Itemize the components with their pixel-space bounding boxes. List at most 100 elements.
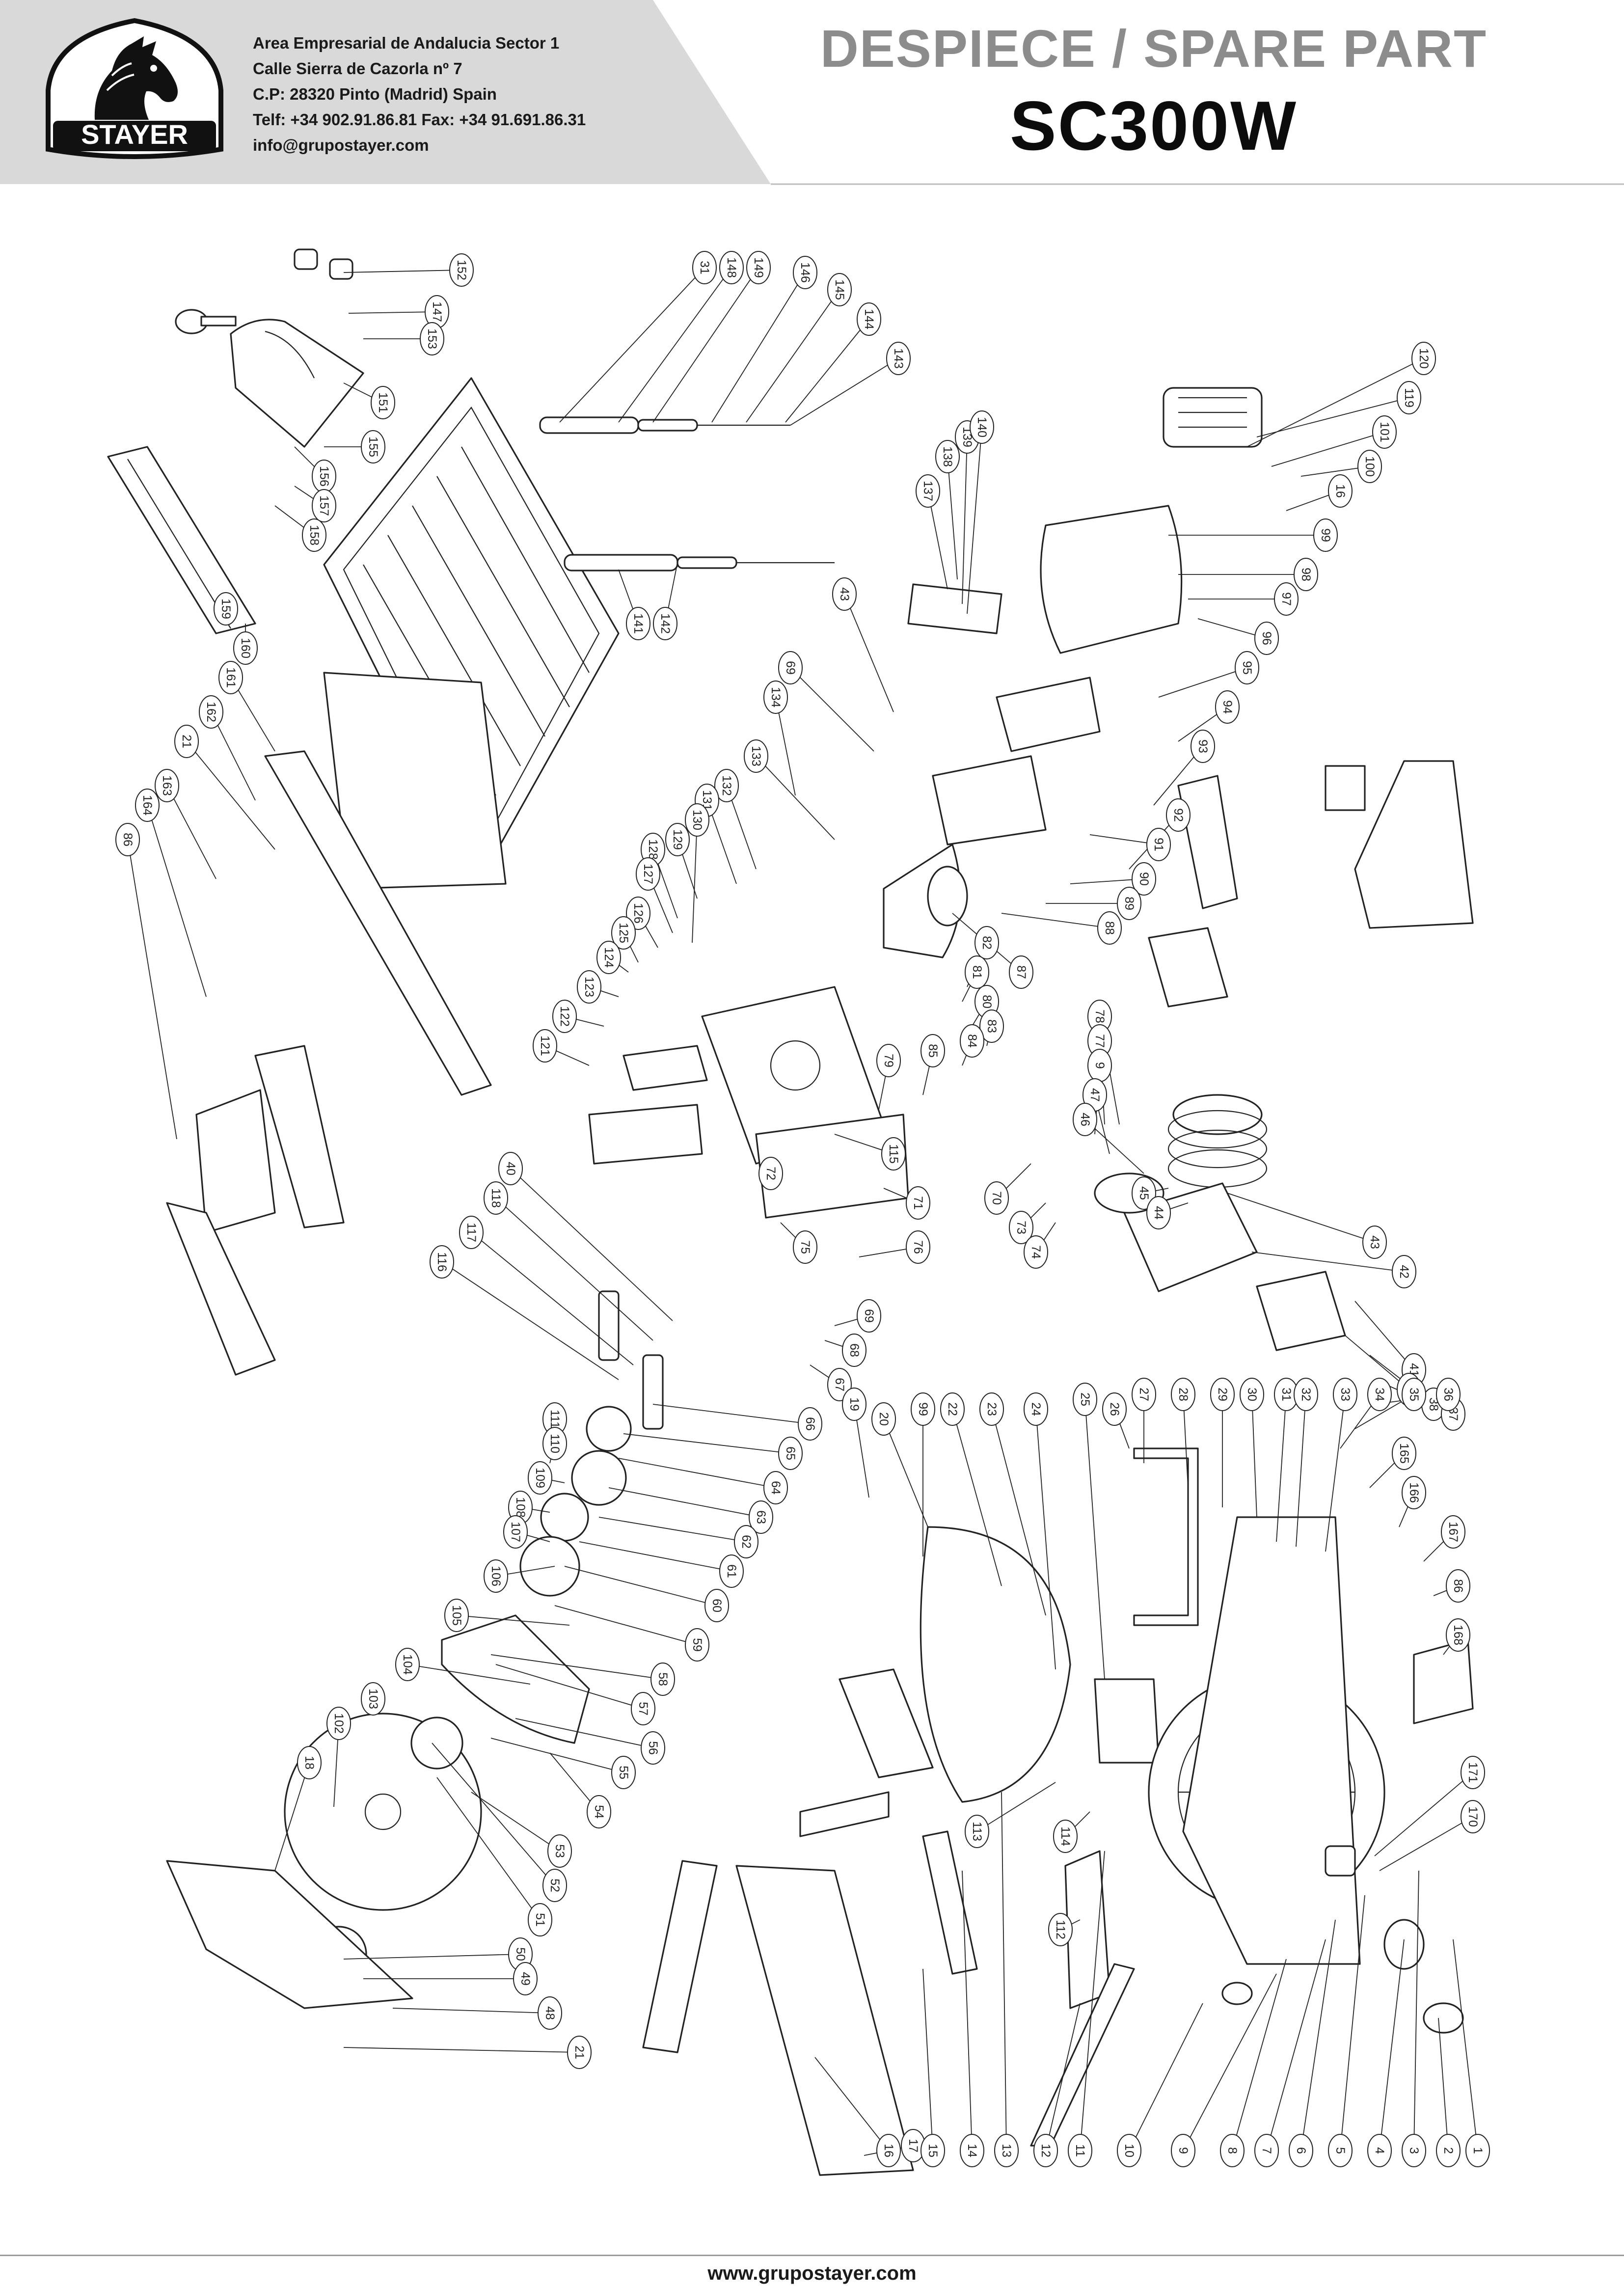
callout-bubble [935,440,960,473]
callout-bubble [763,681,788,714]
callout-number: 9 [1093,1062,1107,1069]
callout-number: 124 [602,947,616,968]
callout-bubble [1392,1255,1416,1288]
callout-number: 69 [784,661,797,675]
callout-bubble [297,1746,322,1779]
part-callout-106: 106 [484,1559,508,1593]
callout-leader-line [1080,1851,1105,2151]
callout-number: 57 [636,1702,650,1716]
callout-bubble [1392,1437,1416,1470]
callout-bubble [1048,1913,1073,1946]
callout-leader-line [343,2047,580,2053]
callout-leader-line [652,1404,811,1424]
callout-leader-line [127,839,177,1140]
callout-leader-line [343,270,462,273]
callout-bubble [876,2134,901,2167]
clamp-plate-part [1094,1678,1160,1764]
callout-bubble [214,592,238,626]
part-callout-56: 56 [641,1731,665,1765]
callout-bubble [1132,1378,1156,1411]
callout-bubble [528,1461,552,1495]
callout-number: 106 [489,1566,503,1586]
part-callout-127: 127 [636,857,660,891]
part-callout-92: 92 [1166,798,1191,832]
callout-leader-line [746,289,840,423]
callout-number: 42 [1397,1265,1411,1279]
callout-number: 138 [941,446,954,467]
callout-bubble [763,1471,788,1504]
callout-number: 6 [1294,2147,1308,2154]
callout-number: 85 [926,1044,940,1058]
callout-number: 32 [1299,1388,1313,1401]
part-callout-121: 121 [533,1029,557,1063]
switch-bracket-part [1354,760,1474,929]
callout-leader-line [490,1654,663,1680]
callout-leader-line [608,1487,761,1518]
part-callout-156: 156 [312,460,336,493]
part-callout-105: 105 [444,1599,469,1632]
callout-leader-line [922,1968,933,2151]
callout-bubble [115,823,140,856]
part-callout-165: 165 [1392,1437,1416,1470]
callout-leader-line [1070,878,1144,884]
callout-number: 20 [877,1412,891,1426]
callout-number: 80 [980,995,994,1009]
part-callout-18: 18 [297,1746,322,1779]
part-callout-21: 21 [174,725,199,758]
parts-drawings [107,248,1474,2176]
callout-number: 146 [798,262,812,283]
part-callout-116: 116 [430,1245,454,1279]
callout-bubble [746,251,771,284]
callout-bubble [538,1996,562,2030]
part-callout-152: 152 [449,253,474,287]
callout-leader-line [883,1418,928,1527]
callout-leader-line [711,272,806,423]
callout-number: 95 [1240,661,1254,675]
part-callout-33: 33 [1333,1378,1357,1411]
callout-number: 46 [1078,1113,1092,1126]
callout-number: 92 [1171,808,1185,822]
part-callout-153: 153 [420,322,444,355]
part-callout-79: 79 [876,1044,901,1077]
callout-bubble [842,1388,866,1421]
part-callout-114: 114 [1053,1820,1078,1853]
callout-number: 55 [617,1766,630,1779]
callout-number: 33 [1338,1388,1352,1401]
part-callout-120: 120 [1411,342,1436,375]
part-callout-99: 99 [1313,518,1338,552]
part-callout-17: 17 [901,2129,925,2162]
callout-number: 81 [970,965,984,979]
part-callout-170: 170 [1461,1800,1485,1833]
part-callout-16: 16 [876,2134,901,2167]
callout-number: 163 [160,775,174,796]
callout-bubble [174,725,199,758]
callout-number: 162 [204,702,218,722]
part-callout-51: 51 [528,1903,552,1936]
part-callout-148: 148 [719,251,744,284]
callout-bubble [1009,1211,1033,1244]
part-callout-104: 104 [395,1648,420,1681]
part-callout-48: 48 [538,1996,562,2030]
rail-bracket-part [107,446,256,634]
callout-bubble [842,1334,866,1367]
callout-number: 2 [1441,2147,1455,2154]
part-callout-12: 12 [1033,2134,1058,2167]
callout-number: 84 [965,1034,979,1048]
callout-leader-line [962,1870,973,2151]
callout-bubble [312,489,336,522]
callout-leader-line [618,267,732,423]
callout-bubble [135,789,160,822]
callout-leader-line [790,358,899,426]
callout-bubble [886,342,911,375]
part-callout-9: 9 [1087,1049,1112,1082]
callout-leader-line [407,1664,531,1685]
part-callout-164: 164 [135,789,160,822]
callout-number: 74 [1029,1245,1043,1259]
part-callout-110: 110 [542,1427,567,1460]
callout-bubble [979,1009,1004,1043]
part-callout-13: 13 [994,2134,1019,2167]
callout-number: 5 [1333,2147,1347,2154]
callout-leader-line [1129,2003,1203,2151]
callout-number: 97 [1279,592,1293,606]
callout-number: 21 [572,2045,586,2059]
